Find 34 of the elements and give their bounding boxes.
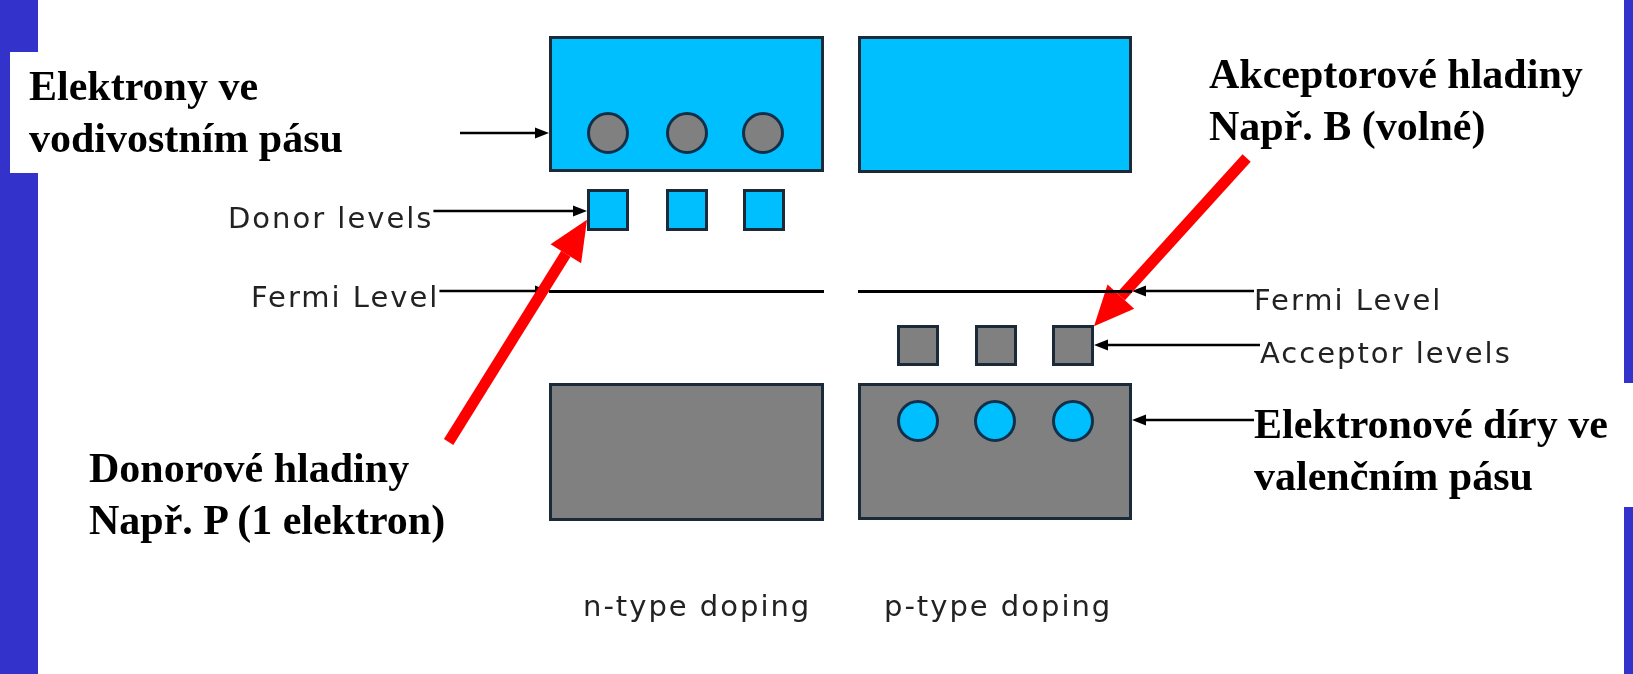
acceptor-level-square — [975, 325, 1017, 366]
arrow — [433, 205, 587, 217]
conduction-band — [549, 36, 824, 172]
conduction-band — [858, 36, 1132, 173]
level-label: Acceptor levels — [1260, 336, 1512, 370]
annotation-text: Donorové hladiny Např. P (1 elektron) — [89, 442, 469, 552]
arrow — [1094, 339, 1260, 351]
annotation-text: Akceptorové hladiny Např. B (volné) — [1209, 48, 1609, 158]
level-label: Fermi Level — [1254, 283, 1443, 317]
hole-circle — [974, 400, 1016, 442]
arrow — [1094, 154, 1251, 327]
electron-circle — [666, 112, 708, 154]
arrow — [1132, 285, 1254, 297]
arrow — [443, 219, 587, 445]
electron-circle — [587, 112, 629, 154]
annotation-text: Elektronové díry ve valenčním pásu — [1254, 398, 1624, 508]
donor-level-square — [666, 189, 708, 231]
acceptor-level-square — [897, 325, 939, 366]
donor-level-square — [743, 189, 785, 231]
donor-level-square — [587, 189, 629, 231]
fermi-level-line — [549, 290, 824, 293]
hole-circle — [1052, 400, 1094, 442]
arrow — [460, 127, 549, 139]
doping-label: n-type doping — [583, 589, 812, 623]
acceptor-level-square — [1052, 325, 1094, 366]
valence-band — [858, 383, 1132, 520]
fermi-level-line — [858, 290, 1132, 293]
doping-label: p-type doping — [884, 589, 1113, 623]
electron-circle — [742, 112, 784, 154]
valence-band — [549, 383, 824, 521]
level-label: Donor levels — [228, 201, 434, 235]
arrow — [1132, 414, 1254, 426]
level-label: Fermi Level — [251, 280, 440, 314]
hole-circle — [897, 400, 939, 442]
